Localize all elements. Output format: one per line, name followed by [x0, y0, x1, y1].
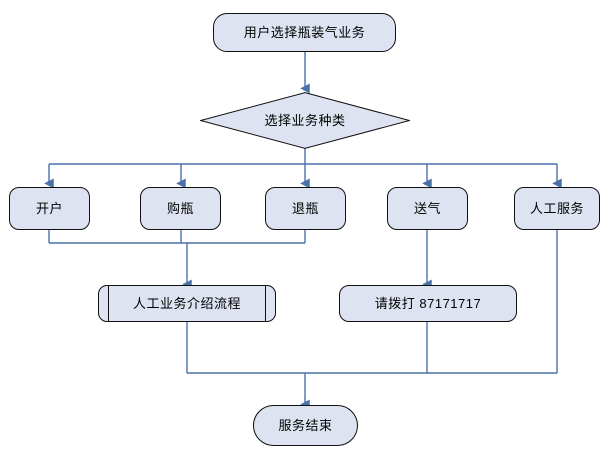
node-option-songqi-label: 送气: [413, 200, 441, 216]
node-option-rengong-fuwu-label: 人工服务: [529, 200, 584, 216]
node-option-tuiping[interactable]: 退瓶: [265, 187, 346, 230]
node-phone-number-label: 请拨打 87171717: [374, 295, 482, 311]
node-option-songqi[interactable]: 送气: [387, 187, 468, 230]
diamond-shape: [200, 92, 410, 149]
node-start-label: 用户选择瓶装气业务: [243, 24, 366, 40]
node-option-kaihu[interactable]: 开户: [9, 187, 90, 230]
node-start[interactable]: 用户选择瓶装气业务: [213, 13, 396, 52]
node-option-goupping[interactable]: 购瓶: [140, 187, 221, 230]
node-option-goupping-label: 购瓶: [166, 200, 194, 216]
node-option-kaihu-label: 开户: [35, 200, 63, 216]
node-end[interactable]: 服务结束: [253, 405, 358, 446]
node-subprocess-intro-label: 人工业务介绍流程: [132, 295, 241, 311]
node-phone-number[interactable]: 请拨打 87171717: [339, 285, 517, 322]
node-decision[interactable]: 选择业务种类: [200, 92, 410, 149]
node-subprocess-intro[interactable]: 人工业务介绍流程: [98, 285, 276, 322]
node-option-tuiping-label: 退瓶: [291, 200, 319, 216]
node-option-rengong-fuwu[interactable]: 人工服务: [514, 187, 600, 230]
node-decision-label: 选择业务种类: [264, 112, 346, 128]
node-end-label: 服务结束: [278, 417, 333, 433]
